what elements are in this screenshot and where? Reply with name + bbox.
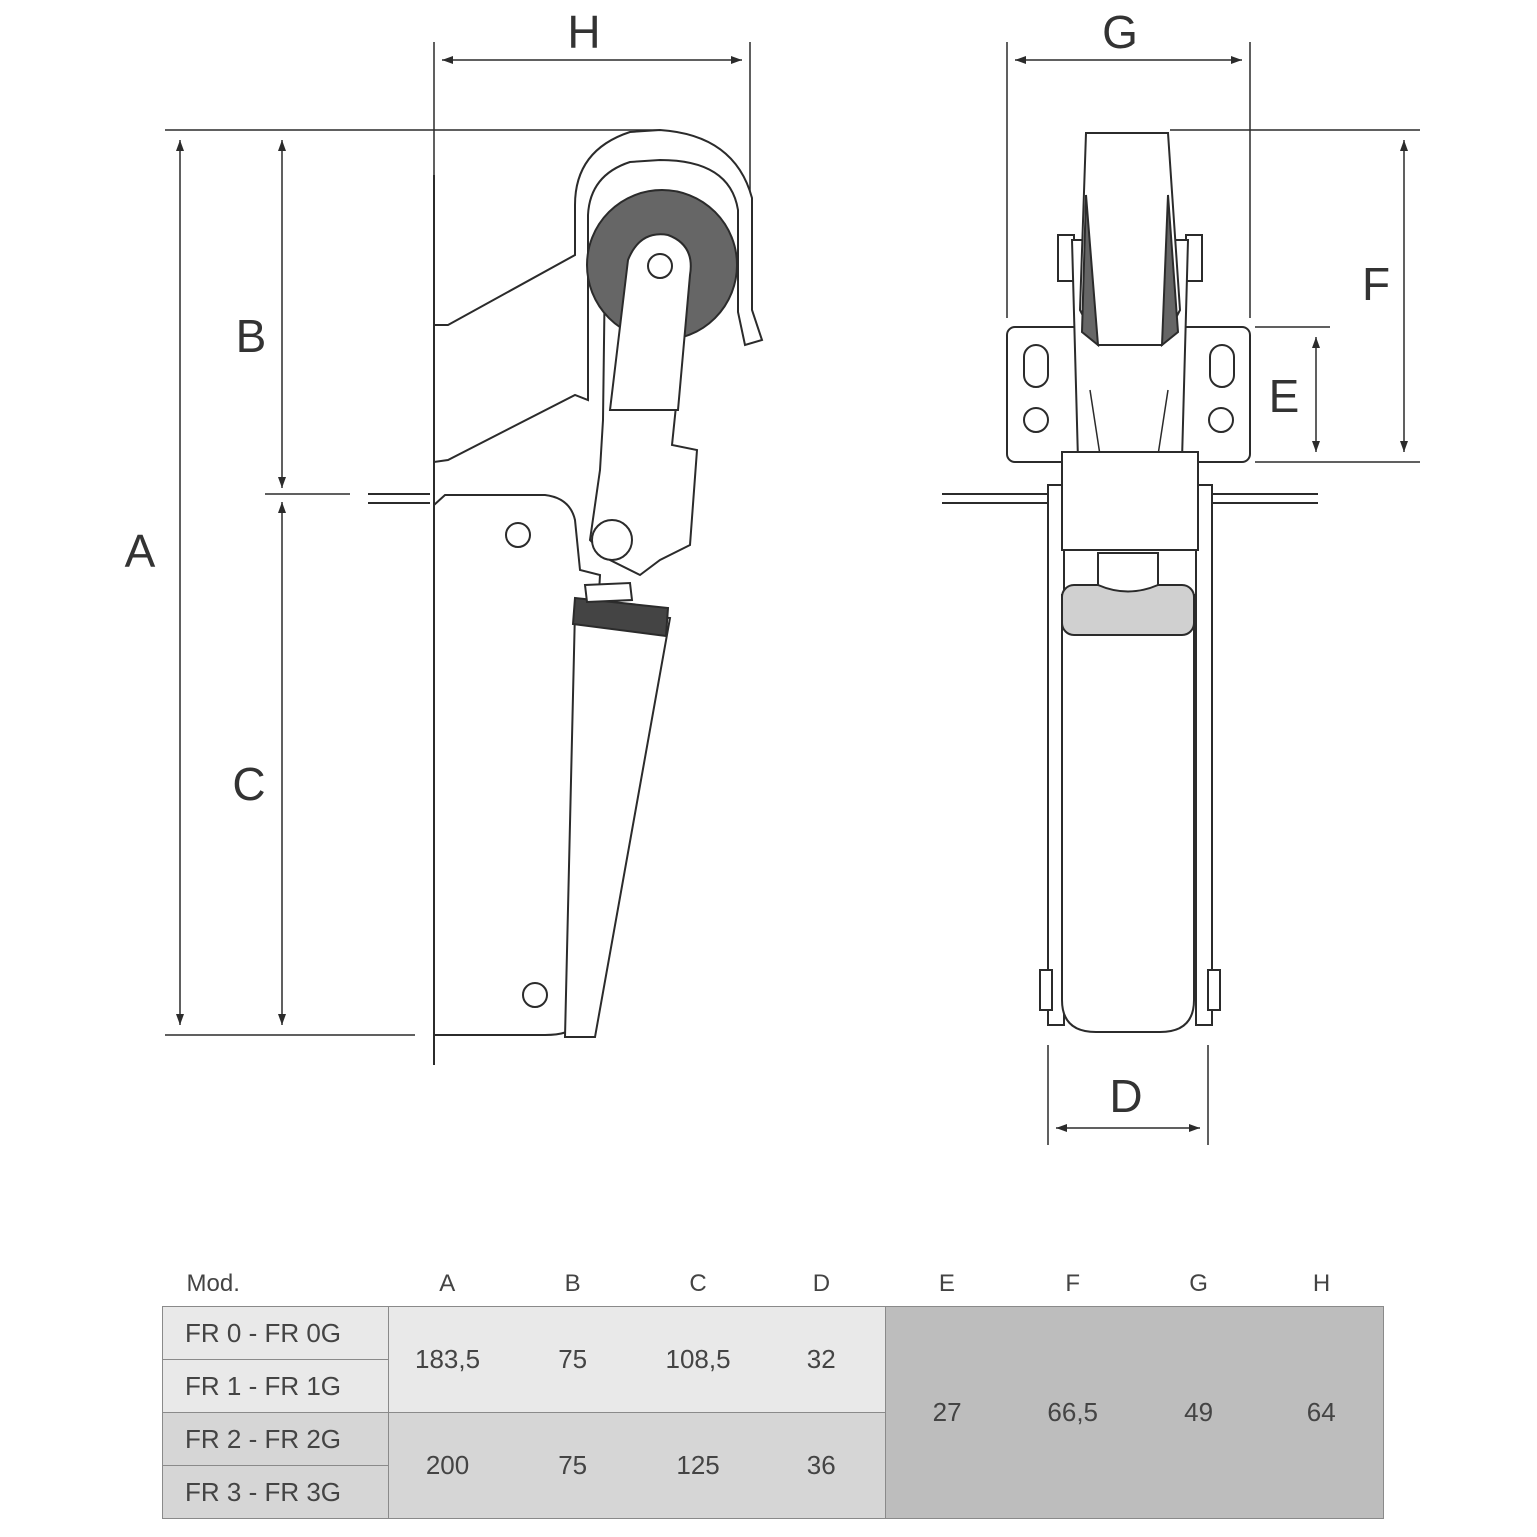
dimension-e-label: E xyxy=(1269,370,1300,422)
col-header-e: E xyxy=(938,1270,955,1297)
cell-d: 32 xyxy=(757,1306,887,1413)
dimension-f-label: F xyxy=(1362,258,1390,310)
cell-c: 125 xyxy=(639,1412,758,1519)
table-row: FR 3 - FR 3G xyxy=(162,1465,1384,1519)
cell-g: 49 xyxy=(1137,1306,1260,1519)
technical-drawing: A B C H xyxy=(125,6,1420,1145)
front-view: G F E D xyxy=(942,6,1420,1145)
table-row: FR 0 - FR 0G 183,5 75 108,5 32 27 66,5 4… xyxy=(162,1306,1384,1519)
col-header-g: G xyxy=(1189,1270,1208,1297)
cell-e: 27 xyxy=(885,1306,1008,1519)
cell-a: 183,5 xyxy=(388,1306,507,1413)
dimension-a-label: A xyxy=(125,525,156,577)
cell-a: 200 xyxy=(388,1412,507,1519)
dimension-h-label: H xyxy=(567,6,600,58)
table-row: FR 1 - FR 1G xyxy=(162,1359,1384,1413)
model-name: FR 3 - FR 3G xyxy=(162,1465,389,1519)
cell-c: 108,5 xyxy=(639,1306,758,1413)
mod-header: Mod. xyxy=(186,1270,240,1297)
spec-table: Mod. A B C D E F G H FR 0 - FR 0G 183,5 … xyxy=(162,1262,1384,1519)
cell-h: 64 xyxy=(1259,1306,1384,1519)
cell-b: 75 xyxy=(506,1306,640,1413)
cell-d: 36 xyxy=(757,1412,887,1519)
col-header-a: A xyxy=(439,1270,456,1297)
col-header-h: H xyxy=(1312,1270,1331,1297)
col-header-c: C xyxy=(689,1270,707,1297)
side-view: A B C H xyxy=(125,6,764,1065)
model-name: FR 2 - FR 2G xyxy=(162,1412,389,1466)
model-name: FR 0 - FR 0G xyxy=(162,1306,389,1360)
col-header-f: F xyxy=(1065,1270,1081,1297)
cell-f: 66,5 xyxy=(1007,1306,1138,1519)
dimension-c-label: C xyxy=(232,758,265,810)
dimension-g-label: G xyxy=(1102,6,1138,58)
cell-b: 75 xyxy=(506,1412,640,1519)
table-row: FR 2 - FR 2G 200 75 125 36 xyxy=(162,1412,1384,1519)
dimension-b-label: B xyxy=(236,310,267,362)
model-name: FR 1 - FR 1G xyxy=(162,1359,389,1413)
col-header-d: D xyxy=(812,1270,831,1297)
col-header-b: B xyxy=(564,1270,581,1297)
table-header-row: Mod. A B C D E F G H xyxy=(163,1262,1384,1307)
dimension-d-label: D xyxy=(1109,1070,1142,1122)
